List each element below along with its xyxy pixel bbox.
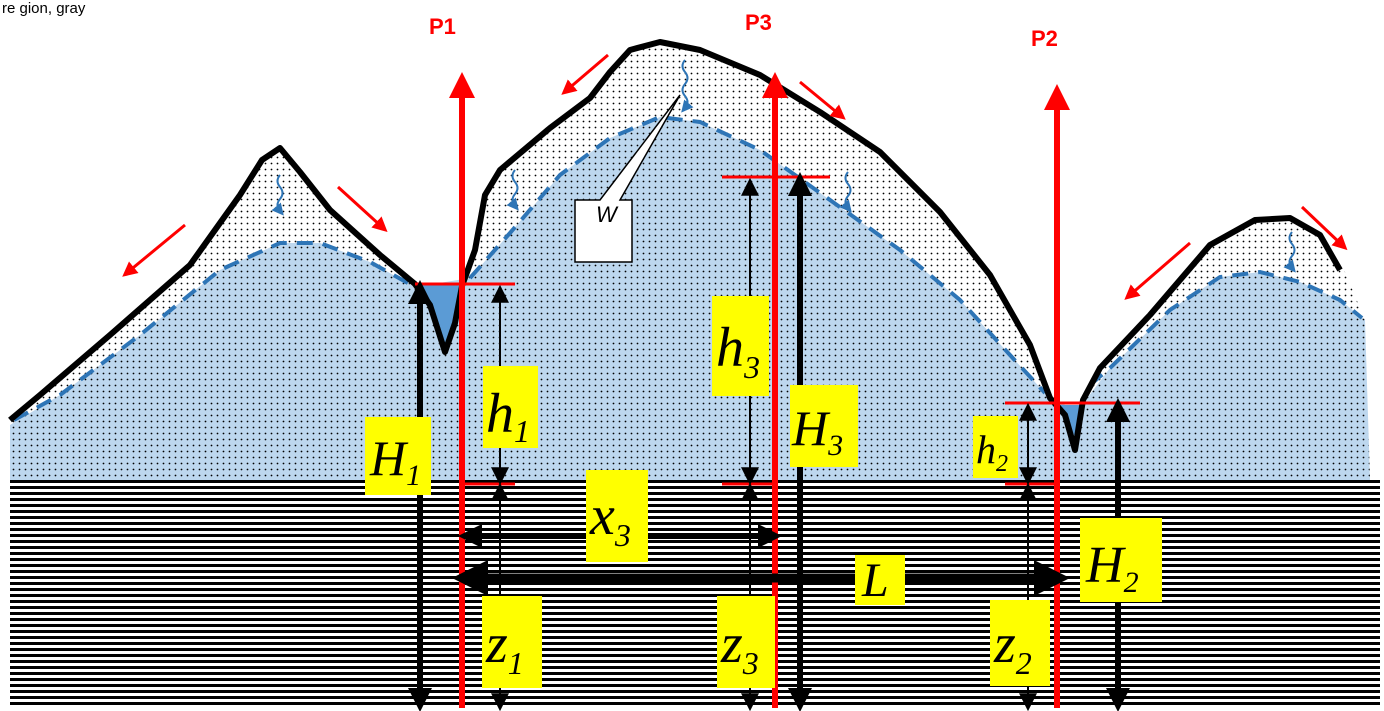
svg-text:h2: h2	[976, 427, 1008, 477]
water-table-line	[13, 114, 1364, 422]
label-z2: z2	[990, 600, 1050, 686]
label-H2: H2	[1080, 518, 1162, 602]
svg-text:h3: h3	[716, 317, 760, 385]
runoff-arrows	[122, 53, 1348, 300]
svg-text:h1: h1	[486, 383, 530, 449]
bedrock-layer	[10, 480, 1380, 708]
svg-text:z3: z3	[720, 613, 759, 681]
label-L: L	[855, 554, 905, 607]
well-p1	[449, 72, 475, 708]
well-title-p3: P3	[745, 10, 772, 35]
label-h2: h2	[973, 416, 1018, 478]
callout-w: W	[574, 94, 681, 263]
label-h3: h3	[712, 296, 769, 396]
label-H1: H1	[365, 417, 431, 495]
svg-text:z2: z2	[993, 613, 1032, 681]
svg-text:x3: x3	[589, 485, 631, 553]
svg-text:H2: H2	[1085, 537, 1139, 599]
well-title-p1: P1	[429, 14, 456, 39]
svg-text:z1: z1	[485, 613, 524, 681]
svg-text:H1: H1	[369, 430, 421, 492]
infiltration-arrows	[271, 59, 1296, 273]
callout-w-text: W	[596, 202, 619, 227]
label-z3: z3	[717, 596, 775, 688]
label-H3: H3	[790, 385, 858, 467]
label-z1: z1	[482, 596, 542, 688]
svg-text:L: L	[861, 554, 889, 607]
well-title-p2: P2	[1031, 26, 1058, 51]
label-h1: h1	[483, 366, 538, 449]
ground-surface-line	[8, 39, 1343, 453]
corner-caption: re gion, gray	[2, 0, 86, 17]
label-x3: x3	[586, 470, 648, 562]
svg-text:H3: H3	[791, 400, 843, 462]
